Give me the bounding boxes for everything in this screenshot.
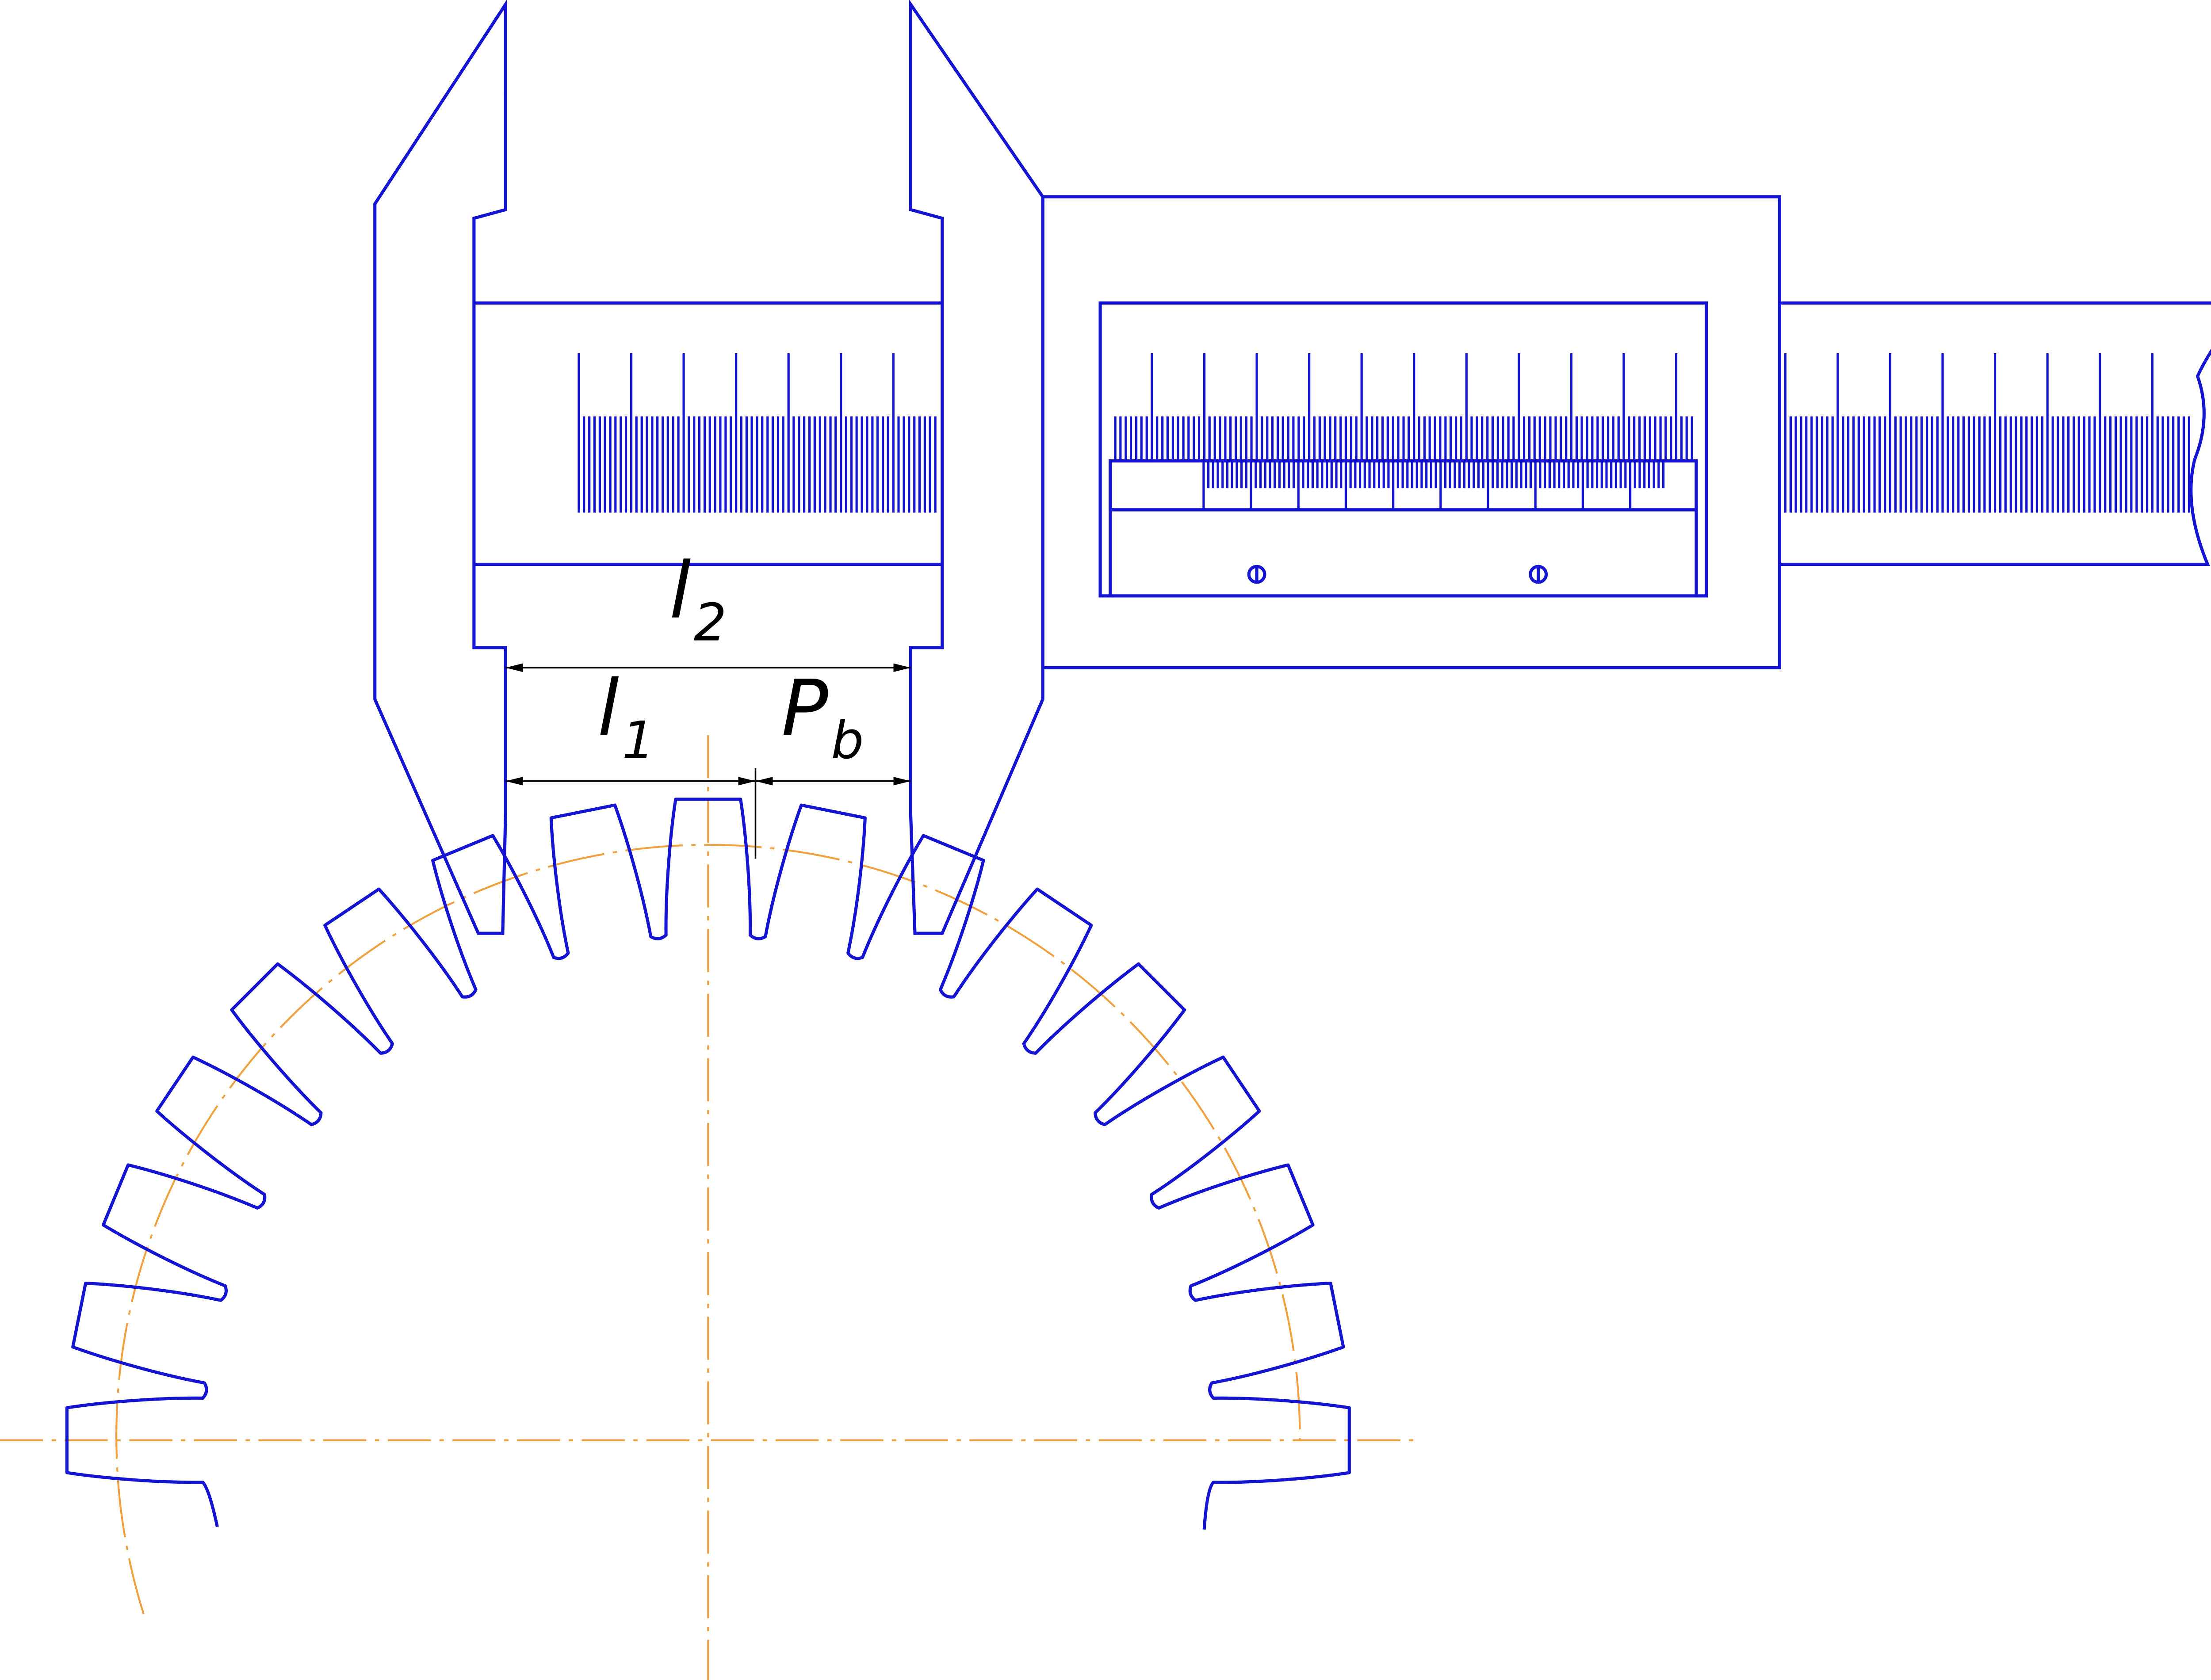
- label-l1-sub: 1: [622, 710, 654, 771]
- gear-outline: [65, 798, 1351, 1530]
- label-l1-main: l: [597, 664, 619, 754]
- label-l2-main: l: [669, 546, 691, 636]
- scale-ticks: [578, 353, 2191, 513]
- vernier-window: [1098, 301, 1708, 598]
- vernier-frame: [1041, 195, 1781, 669]
- label-l2-sub: 2: [694, 592, 727, 653]
- left-jaw: [373, 0, 507, 935]
- label-pb-sub: b: [831, 710, 864, 771]
- beam-right-section: [1779, 301, 2211, 566]
- centerlines: [0, 735, 1415, 1680]
- label-pb-main: P: [781, 664, 828, 754]
- dimensions: [505, 663, 911, 859]
- screw-left: [1247, 565, 1266, 584]
- screw-right: [1529, 565, 1548, 584]
